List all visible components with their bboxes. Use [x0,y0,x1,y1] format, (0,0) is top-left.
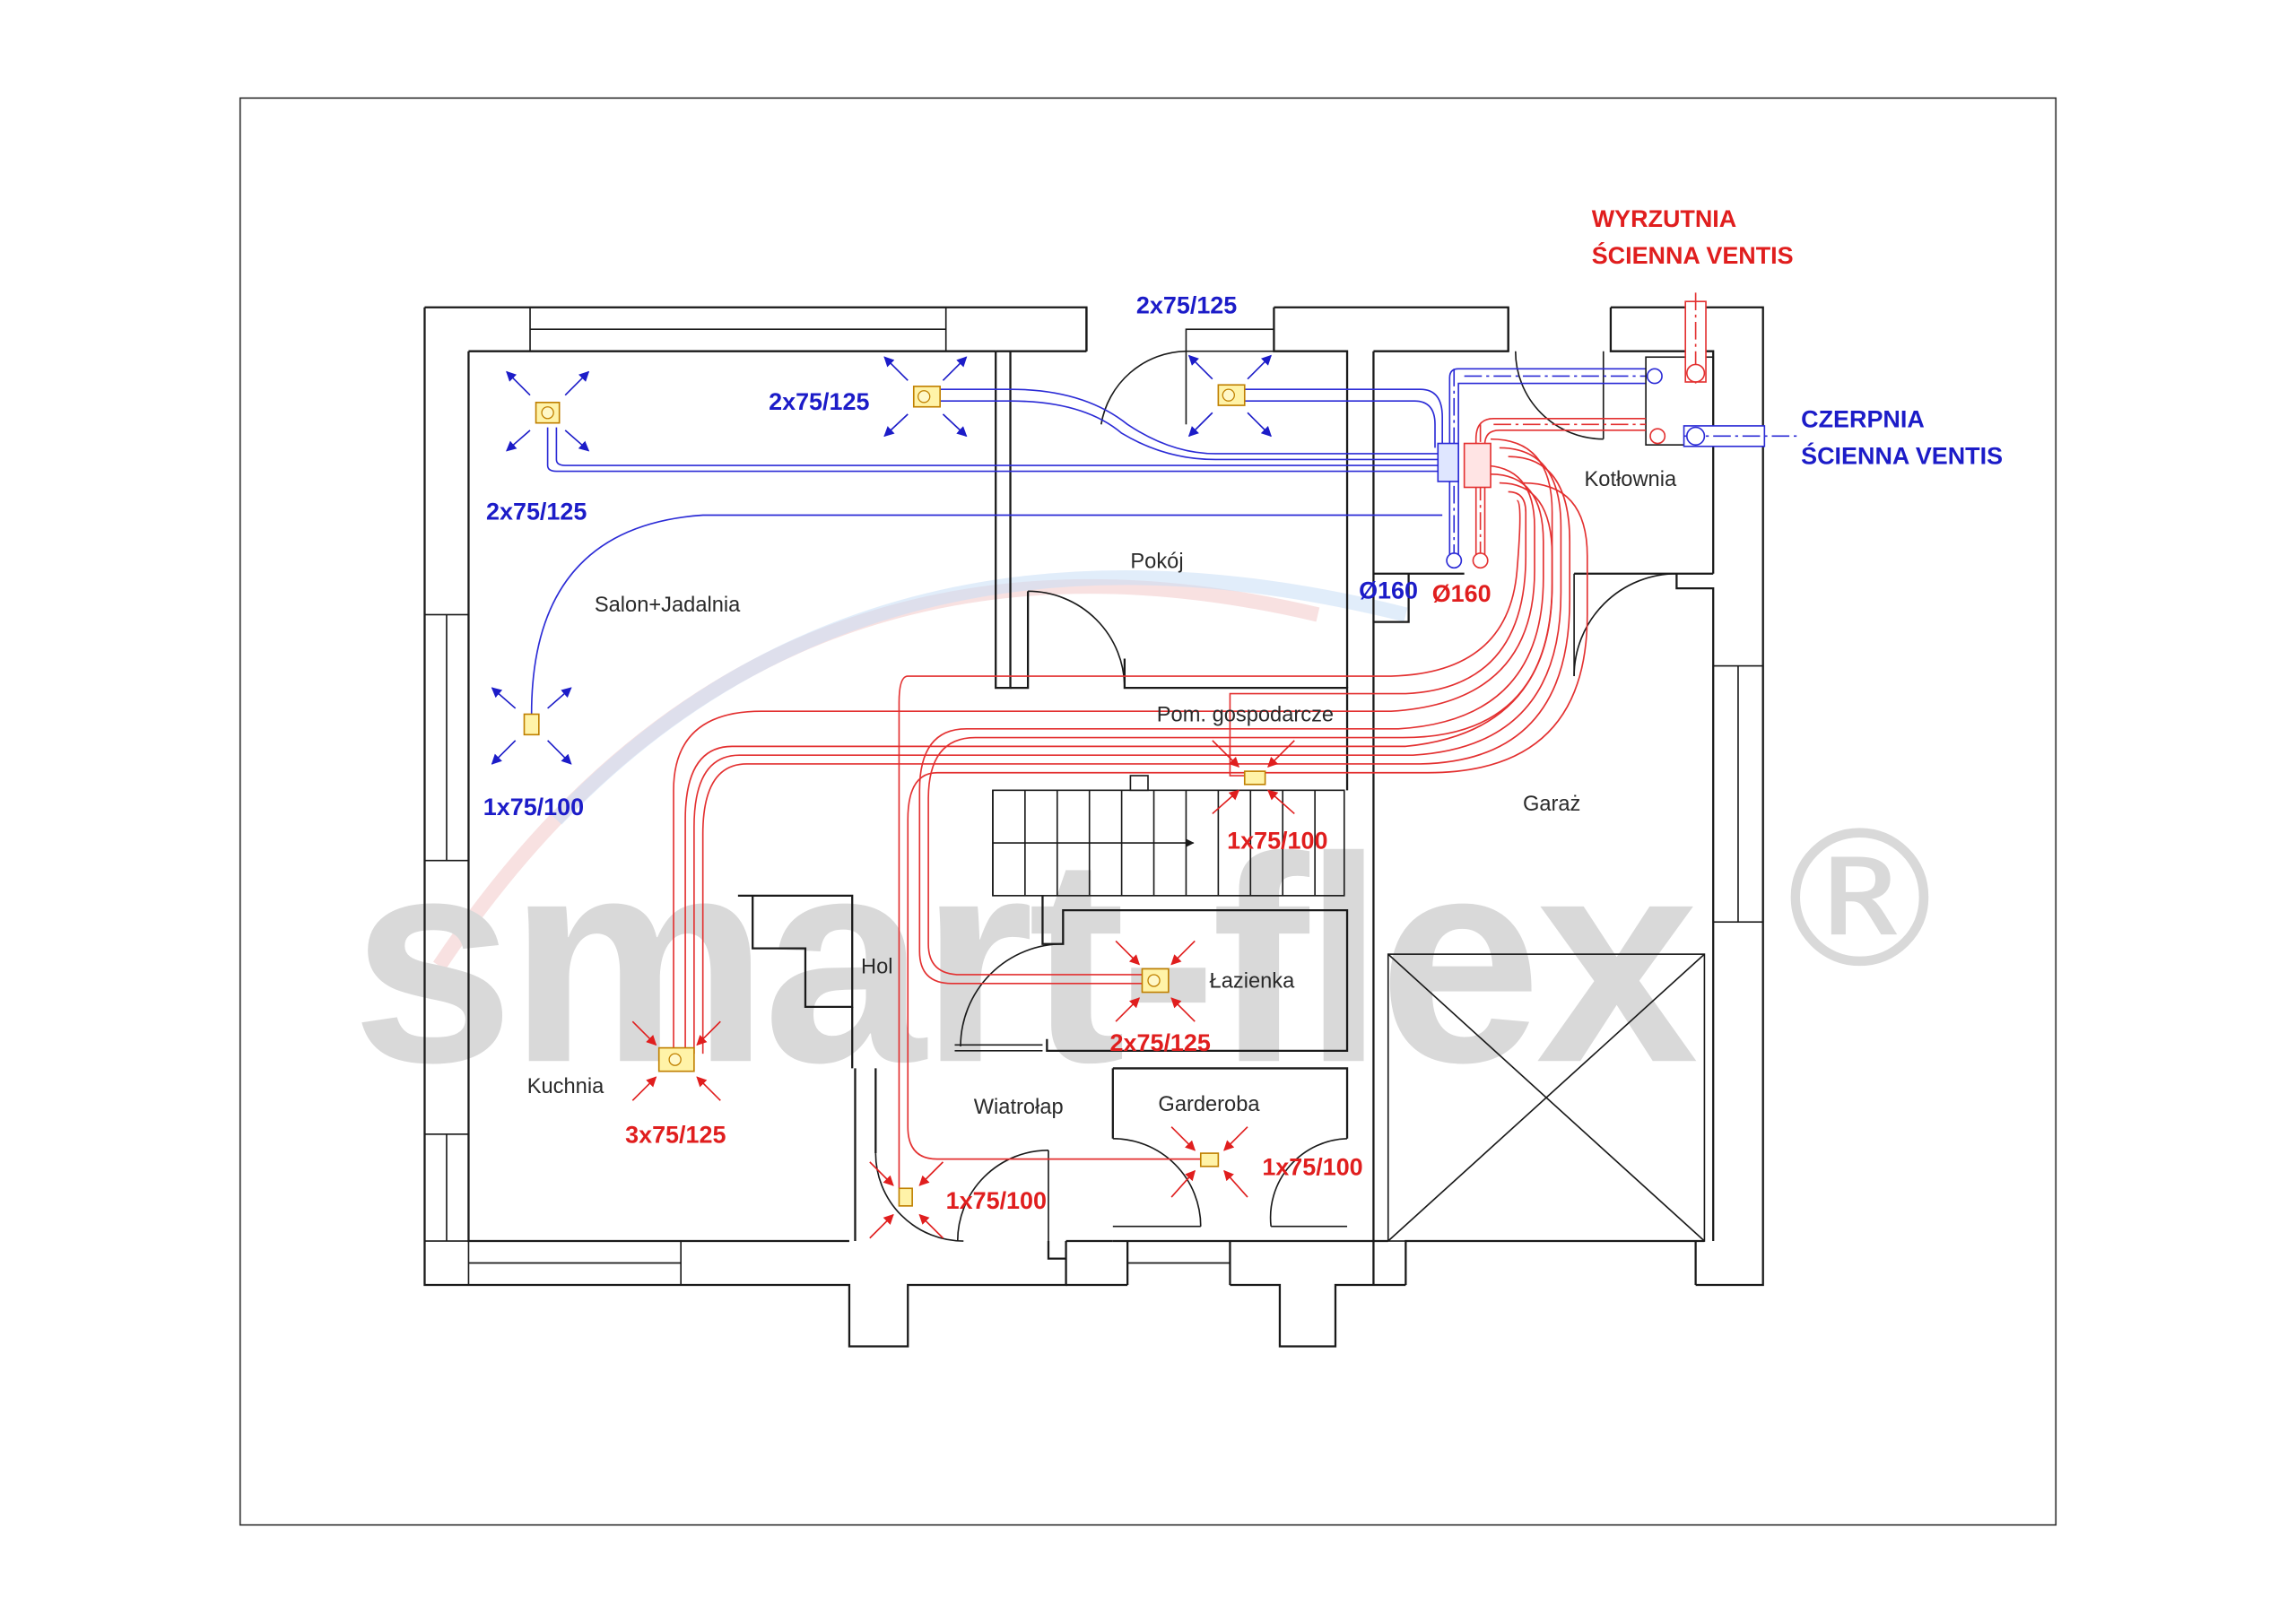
supply-label-salon-top: 2x75/125 [486,498,587,525]
supply-ducts [530,356,1802,715]
exhaust-grille-lazienka [1115,940,1196,1022]
room-label-kuchnia: Kuchnia [527,1075,604,1098]
czerpnia-label-line1: CZERPNIA [1801,406,1925,433]
room-label-kotlownia: Kotłownia [1585,468,1677,491]
drawing-frame [239,97,2057,1526]
czerpnia-label-line2: ŚCIENNA VENTIS [1801,441,2003,469]
room-label-garderoba: Garderoba [1158,1093,1260,1116]
watermark-text: smart-flex [352,796,1700,1124]
exhaust-label-pom-gospodarcze: 1x75/100 [1227,828,1327,855]
room-label-hol: Hol [861,955,893,978]
room-label-pom-gospodarcze: Pom. gospodarcze [1157,704,1334,727]
exhaust-ducts [673,292,1707,1189]
room-label-lazienka: Łazienka [1210,970,1296,994]
wyrzutnia-label-line2: ŚCIENNA VENTIS [1592,241,1794,269]
room-label-wiatrolap: Wiatrołap [974,1096,1064,1119]
exhaust-label-lazienka: 2x75/125 [1110,1029,1211,1056]
exhaust-grille-wiatrolap [869,1161,944,1239]
room-label-pokoj: Pokój [1130,550,1183,573]
supply-diffuser-salon-bottom [491,687,572,765]
walls [423,306,1764,1348]
supply-label-pokoj: 2x75/125 [1136,291,1237,318]
exhaust-grille-garderoba [1170,1126,1248,1198]
main-duct-supply-diameter: Ø160 [1359,577,1418,604]
supply-label-salon-bottom: 1x75/100 [483,794,584,820]
exhaust-grille-pom-gospodarcze [1212,740,1295,815]
supply-diffuser-salon-mid [883,356,968,438]
wyrzutnia-label-line1: WYRZUTNIA [1592,205,1737,232]
room-label-salon: Salon+Jadalnia [595,594,741,617]
room-label-garaz: Garaż [1523,793,1580,816]
supply-diffuser-pokoj [1187,354,1272,438]
exhaust-label-kuchnia: 3x75/125 [625,1122,726,1149]
supply-label-salon-mid: 2x75/125 [769,388,869,415]
watermark-registered-mark: ® [1764,790,1954,1011]
supply-diffuser-salon-top [506,370,590,452]
exhaust-label-wiatrolap: 1x75/100 [946,1187,1047,1214]
watermark-swoosh [433,570,1408,970]
exhaust-grille-kuchnia [631,1020,721,1101]
main-duct-exhaust-diameter: Ø160 [1432,580,1492,607]
exhaust-label-garderoba: 1x75/100 [1262,1154,1362,1181]
